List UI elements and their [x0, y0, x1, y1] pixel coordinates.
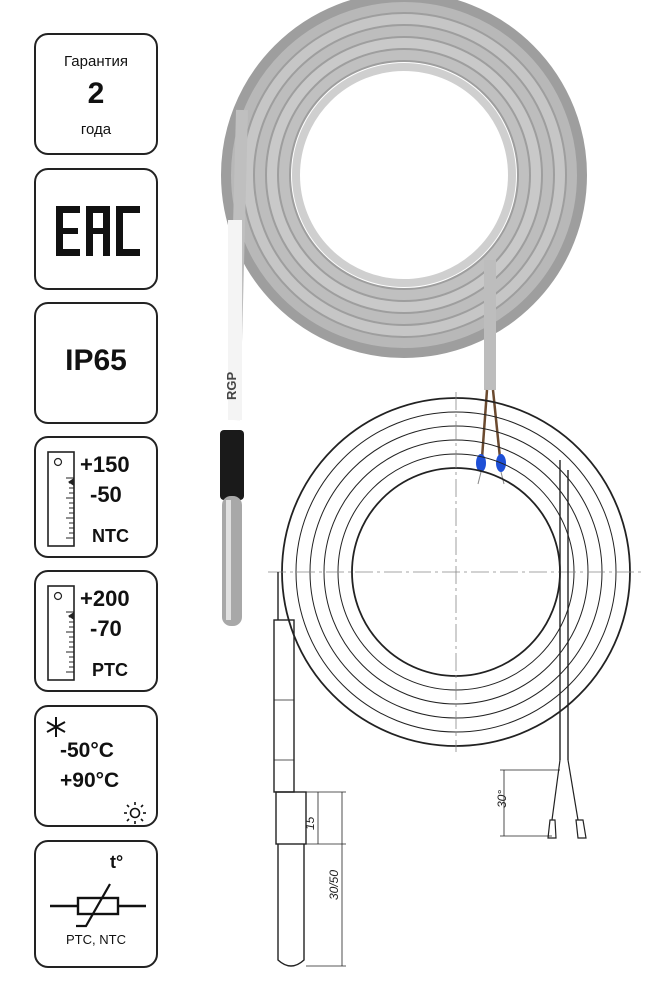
warranty-unit: года [80, 121, 112, 138]
ntc-label: NTC [92, 526, 129, 546]
sleeve-length-dimension: 15 [303, 816, 317, 830]
probe-metal-tube [222, 496, 242, 626]
probe-length-dimension: 30/50 [327, 870, 341, 900]
cable-label-sleeve [228, 220, 242, 420]
thermometer-scale-icon [47, 451, 75, 547]
sensor-type-label: PTC, NTC [66, 932, 126, 947]
snowflake-icon [46, 717, 66, 737]
eac-badge [34, 168, 158, 290]
product-illustration: RGP [220, 0, 644, 967]
ip-rating: IP65 [65, 344, 127, 377]
warranty-badge: Гарантия 2 года [34, 33, 158, 155]
ntc-max-temp: +150 [80, 452, 130, 477]
terminal-ferrule [476, 454, 486, 472]
ptc-label: PTC [92, 660, 128, 680]
ntc-range-badge: +150 -50 NTC [34, 436, 158, 558]
ip-rating-badge: IP65 [34, 302, 158, 424]
thermistor-symbol-icon [50, 883, 146, 928]
min-operating-temp: -50°C [60, 739, 114, 762]
thermometer-scale-icon [47, 585, 75, 681]
sun-icon [124, 802, 146, 824]
max-operating-temp: +90°C [60, 769, 120, 792]
ntc-min-temp: -50 [90, 482, 122, 507]
thermistor-symbol-badge: t° PTC, NTC [34, 840, 158, 968]
ptc-max-temp: +200 [80, 586, 130, 611]
operating-temperature-badge: -50°C +90°C [34, 705, 158, 827]
ptc-range-badge: +200 -70 PTC [34, 570, 158, 692]
probe-marking: RGP [224, 372, 239, 401]
ptc-min-temp: -70 [90, 616, 122, 641]
warranty-label: Гарантия [64, 53, 128, 70]
temperature-marker: t° [110, 852, 124, 872]
angle-dimension: 30° [495, 790, 509, 808]
technical-drawing [268, 392, 644, 967]
eac-logo [56, 206, 140, 256]
probe-shrink-sleeve [220, 430, 244, 500]
cable-coil [221, 0, 587, 358]
warranty-years: 2 [87, 77, 105, 110]
